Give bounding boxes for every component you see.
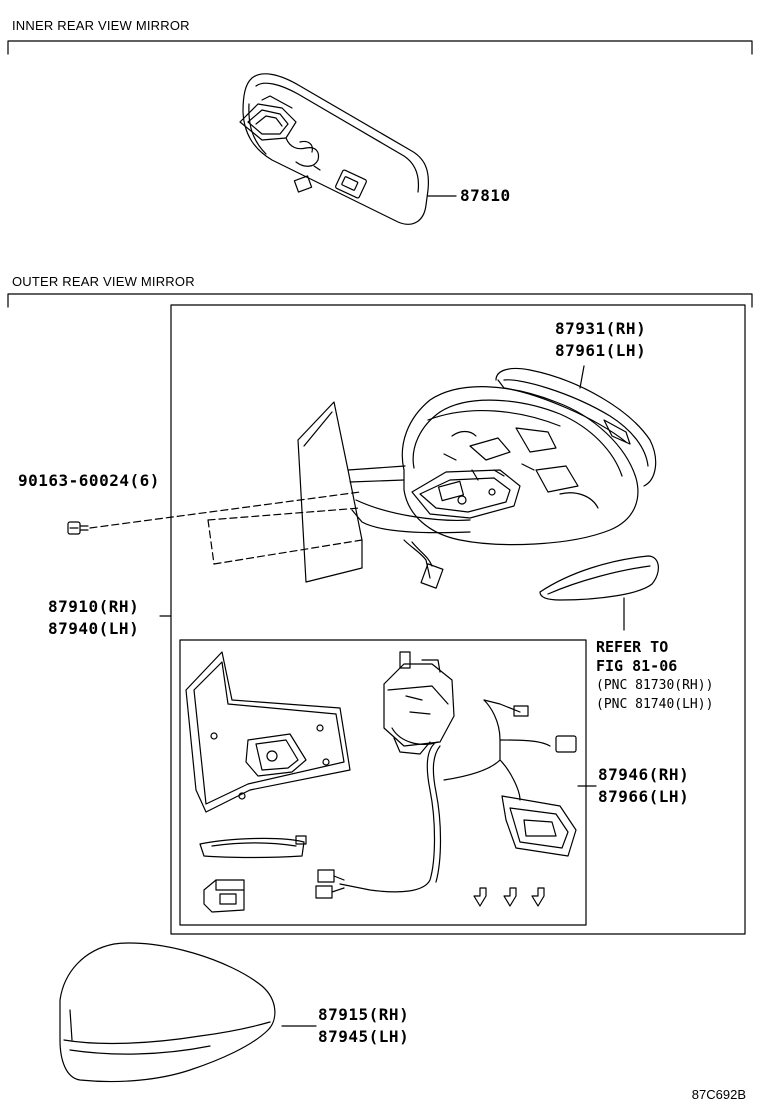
outer-mirror-section-title: OUTER REAR VIEW MIRROR	[12, 274, 195, 289]
figure-code: 87C692B	[691, 1087, 746, 1102]
outer-section-bracket	[7, 293, 753, 308]
reference-line-3: (PNC 81730(RH))	[596, 678, 714, 693]
part-number-actuator-rh[interactable]: 87946(RH)	[598, 765, 690, 784]
part-number-screw[interactable]: 90163-60024(6)	[18, 471, 160, 490]
part-number-cover-bottom-lh[interactable]: 87945(LH)	[318, 1027, 410, 1046]
part-number-mirror-assy-lh[interactable]: 87940(LH)	[48, 619, 140, 638]
screw-drawing	[67, 521, 89, 535]
motor-drawing	[383, 651, 455, 755]
reference-note[interactable]: REFER TO FIG 81-06 (PNC 81730(RH)) (PNC …	[596, 638, 713, 714]
cover-bottom-drawing	[59, 942, 276, 1083]
part-number-mirror-assy-rh[interactable]: 87910(RH)	[48, 597, 140, 616]
bracket-drawing	[185, 651, 351, 813]
inner-section-bracket	[7, 40, 753, 55]
lamp-bar-drawing	[199, 835, 307, 859]
reference-line-4: (PNC 81740(LH))	[596, 697, 714, 712]
part-number-cover-bottom[interactable]: 87915(RH) 87945(LH)	[318, 1004, 409, 1048]
inner-mirror-section-title: INNER REAR VIEW MIRROR	[12, 18, 190, 33]
part-number-mirror-assy[interactable]: 87910(RH) 87940(LH)	[48, 596, 139, 640]
part-number-cover-bottom-rh[interactable]: 87915(RH)	[318, 1005, 410, 1024]
part-number-cover-top-lh[interactable]: 87961(LH)	[555, 341, 647, 360]
turn-lamp-drawing	[539, 555, 659, 631]
part-number-cover-top-rh[interactable]: 87931(RH)	[555, 319, 647, 338]
clip-drawing	[203, 879, 245, 913]
outer-assembly-frame	[170, 304, 746, 935]
reference-line-1: REFER TO	[596, 638, 669, 656]
leader-lines	[159, 615, 597, 1027]
part-number-inner-mirror[interactable]: 87810	[460, 186, 511, 205]
inner-mirror-drawing	[239, 73, 457, 225]
harness-drawing	[315, 699, 577, 899]
reference-line-2: FIG 81-06	[596, 657, 678, 675]
actuator-kit-frame	[179, 639, 587, 926]
part-number-cover-top[interactable]: 87931(RH) 87961(LH)	[555, 318, 646, 362]
outer-mirror-drawing	[89, 386, 639, 589]
part-number-actuator-lh[interactable]: 87966(LH)	[598, 787, 690, 806]
small-screws-drawing	[473, 887, 545, 907]
cover-top-drawing	[495, 365, 657, 487]
part-number-actuator[interactable]: 87946(RH) 87966(LH)	[598, 764, 689, 808]
